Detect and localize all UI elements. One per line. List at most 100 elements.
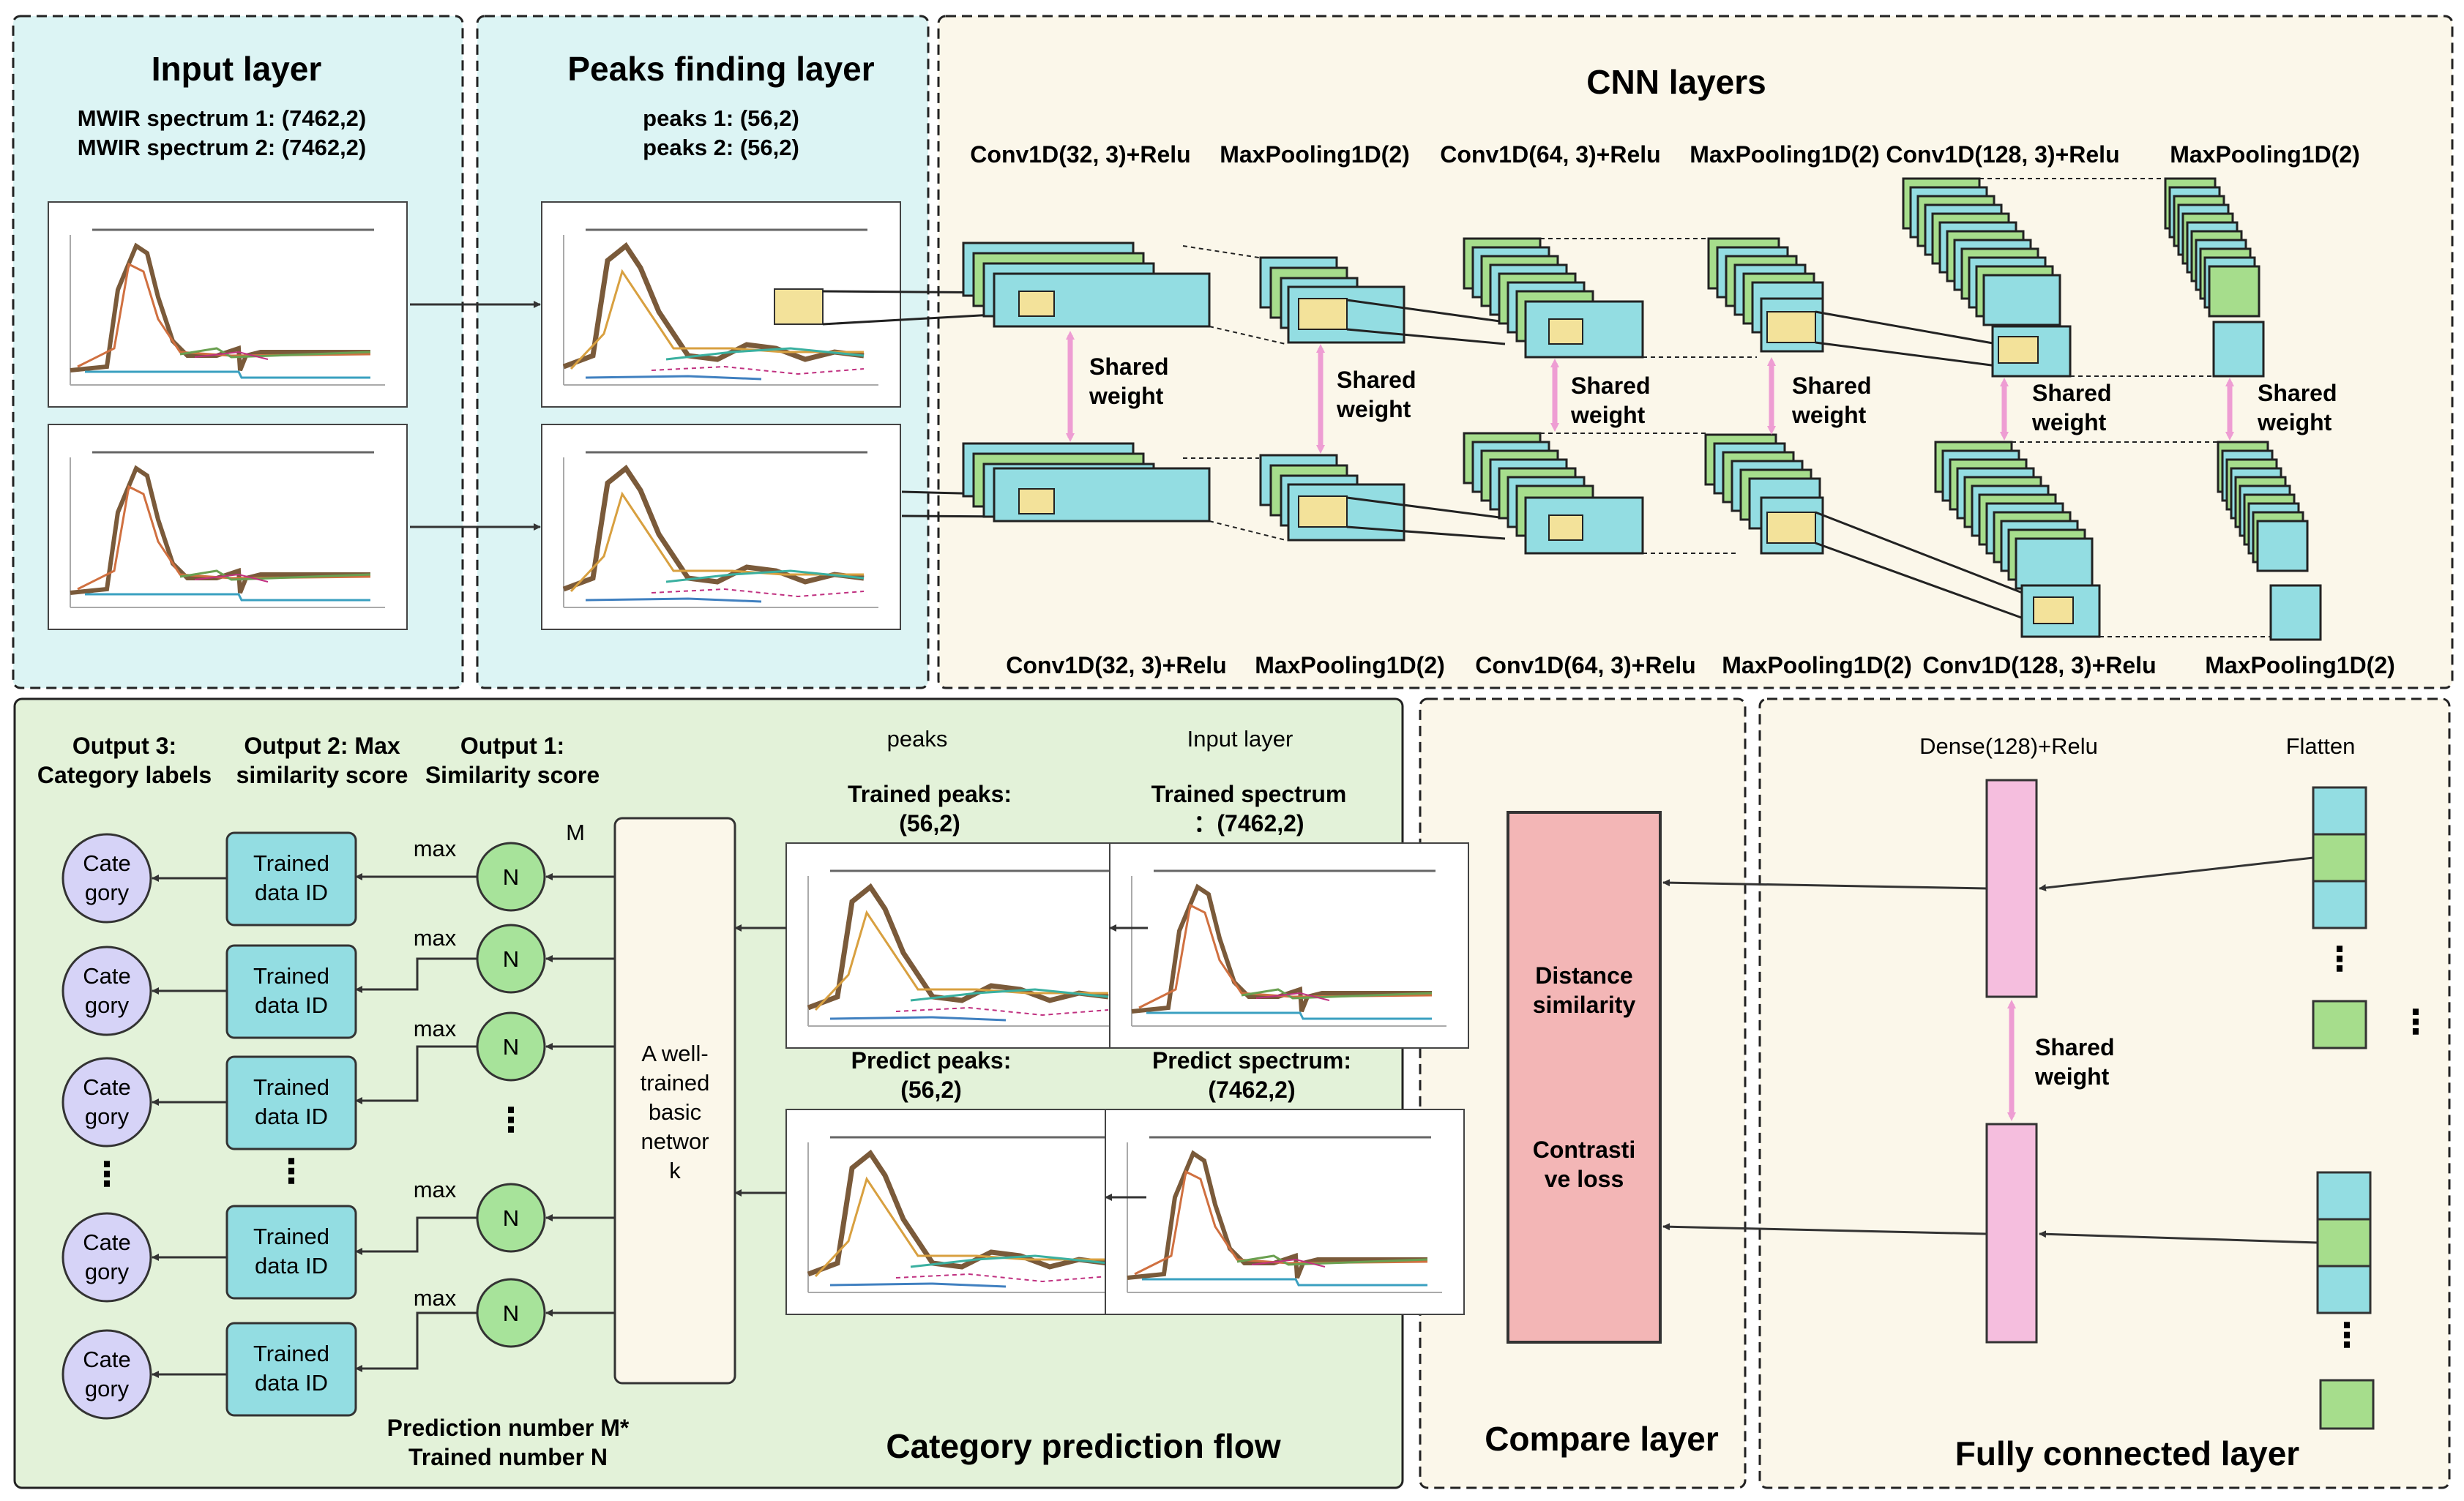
connector — [1346, 496, 1506, 520]
trained-id-label-1: Trained — [253, 1074, 329, 1100]
fc-shared-label-1: Shared — [2035, 1034, 2114, 1060]
flatten-vector-top — [2312, 786, 2367, 1049]
output3-label-2: Category labels — [37, 762, 212, 788]
network-label-1: A well- — [641, 1041, 708, 1066]
category-label-2: gory — [85, 880, 130, 905]
max-connector-4 — [355, 1216, 477, 1255]
trained-id-label-1: Trained — [253, 850, 329, 876]
cnn-bottom-label-2: MaxPooling1D(2) — [1255, 652, 1445, 678]
category-node-2: Cate gory — [61, 946, 152, 1036]
arrow-dense-to-compare-top — [1662, 879, 1987, 890]
category-node-5: Cate gory — [61, 1329, 152, 1420]
fc-panel-title: Fully connected layer — [1955, 1434, 2299, 1472]
conv3-top-stack — [1902, 177, 2072, 378]
cnn-top-label-6: MaxPooling1D(2) — [2170, 141, 2360, 168]
predict-spectrum-label-1: Predict spectrum: — [1152, 1047, 1351, 1074]
trained-id-box-4: Trained data ID — [225, 1205, 357, 1300]
network-label-5: k — [669, 1158, 681, 1183]
category-label-1: Cate — [83, 850, 130, 876]
prediction-panel-title: Category prediction flow — [886, 1427, 1280, 1465]
cnn-bottom-label-1: Conv1D(32, 3)+Relu — [1006, 652, 1226, 678]
flatten-side-ellipsis: ⋮ — [2399, 1003, 2433, 1041]
conv2-top-stack — [1463, 237, 1644, 359]
prediction-footer-1: Prediction number M* — [387, 1415, 630, 1441]
similarity-node-2: N — [476, 924, 615, 994]
trained-id-box-1: Trained data ID — [225, 831, 357, 927]
fc-shared-label-2: weight — [2034, 1063, 2110, 1090]
compare-text-1b: similarity — [1533, 992, 1636, 1018]
pool3-bottom-stack — [2217, 441, 2322, 641]
category-ellipsis: ⋮ — [90, 1155, 124, 1193]
flatten-vector-bottom — [2316, 1171, 2375, 1430]
similarity-node-4: N — [476, 1183, 615, 1253]
connector — [1815, 542, 2034, 624]
trained-id-label-2: data ID — [255, 880, 328, 905]
shared-label-6a: Shared — [2258, 380, 2337, 406]
trained-id-label-1: Trained — [253, 963, 329, 989]
node-n-label: N — [503, 1205, 519, 1231]
trained-spectrum-label-1: Trained spectrum — [1151, 781, 1347, 807]
max-label-4: max — [414, 1177, 457, 1202]
arrow-flatten-to-dense-top — [2039, 856, 2314, 891]
peaks-chart-2 — [542, 424, 900, 629]
output3-label-1: Output 3: — [72, 733, 176, 759]
flatten-label: Flatten — [2286, 733, 2356, 759]
category-label-1: Cate — [83, 1229, 130, 1255]
cnn-top-label-3: Conv1D(64, 3)+Relu — [1440, 141, 1660, 168]
node-ellipsis: ⋮ — [494, 1101, 528, 1139]
arrow-dense-to-compare-bottom — [1662, 1223, 1987, 1235]
cnn-panel-title: CNN layers — [1586, 63, 1766, 101]
category-label-2: gory — [85, 1376, 130, 1401]
trained-id-box-5: Trained data ID — [225, 1322, 357, 1417]
pool1-bottom-stack — [1259, 454, 1405, 542]
cnn-bottom-label-3: Conv1D(64, 3)+Relu — [1475, 652, 1695, 678]
trained-id-label-2: data ID — [255, 1104, 328, 1129]
trained-network-box — [613, 817, 736, 1385]
peaks-panel-title: Peaks finding layer — [567, 50, 874, 88]
conv3-bottom-stack — [1934, 441, 2101, 638]
output1-label-2: Similarity score — [425, 762, 600, 788]
network-label-4: networ — [641, 1128, 709, 1154]
conv2-bottom-stack — [1463, 432, 1644, 555]
dense-layer-bottom — [1985, 1123, 2038, 1344]
trained-id-box-2: Trained data ID — [225, 944, 357, 1039]
fc-panel — [1758, 697, 2451, 1489]
cnn-top-label-4: MaxPooling1D(2) — [1690, 141, 1880, 168]
shared-label-4b: weight — [1791, 402, 1867, 428]
trained-peaks-label-2: (56,2) — [899, 810, 960, 836]
shared-label-3a: Shared — [1571, 373, 1650, 399]
category-label-1: Cate — [83, 963, 130, 989]
connector — [1346, 328, 1506, 345]
predict-peaks-label-2: (56,2) — [900, 1077, 962, 1103]
compare-panel-title: Compare layer — [1485, 1420, 1719, 1458]
trained-spectrum-label-2: ：(7462,2) — [1193, 810, 1304, 836]
trained-peaks-chart — [786, 843, 1145, 1048]
predict-peaks-chart — [786, 1109, 1145, 1314]
peaks-shape-1: peaks 1: (56,2) — [643, 105, 799, 131]
shared-label-4a: Shared — [1792, 373, 1871, 399]
shared-label-5b: weight — [2031, 409, 2107, 435]
connector — [1815, 511, 2034, 599]
predict-spectrum-chart — [1105, 1109, 1464, 1314]
node-n-label: N — [503, 946, 519, 972]
max-connector-2 — [355, 957, 477, 993]
trained-id-label-2: data ID — [255, 1370, 328, 1396]
shared-label-2a: Shared — [1337, 367, 1416, 393]
node-n-label: N — [503, 864, 519, 890]
m-label: M — [566, 820, 585, 845]
category-label-2: gory — [85, 1259, 130, 1284]
output2-label-2: similarity score — [236, 762, 408, 788]
network-label-3: basic — [649, 1099, 701, 1125]
output1-label-1: Output 1: — [460, 733, 564, 759]
trained-id-box-3: Trained data ID — [225, 1055, 357, 1150]
compare-text-2b: ve loss — [1545, 1166, 1624, 1192]
input-shape-1: MWIR spectrum 1: (7462,2) — [78, 105, 367, 131]
input-panel-title: Input layer — [152, 50, 322, 88]
peaks-chart-1 — [542, 202, 900, 407]
category-label-2: gory — [85, 992, 130, 1018]
predict-peaks-label-1: Predict peaks: — [851, 1047, 1012, 1074]
trained-spectrum-chart — [1110, 843, 1468, 1048]
peaks-column-label: peaks — [887, 726, 948, 752]
shared-label-1b: weight — [1089, 383, 1164, 409]
pool2-bottom-stack — [1704, 433, 1824, 555]
